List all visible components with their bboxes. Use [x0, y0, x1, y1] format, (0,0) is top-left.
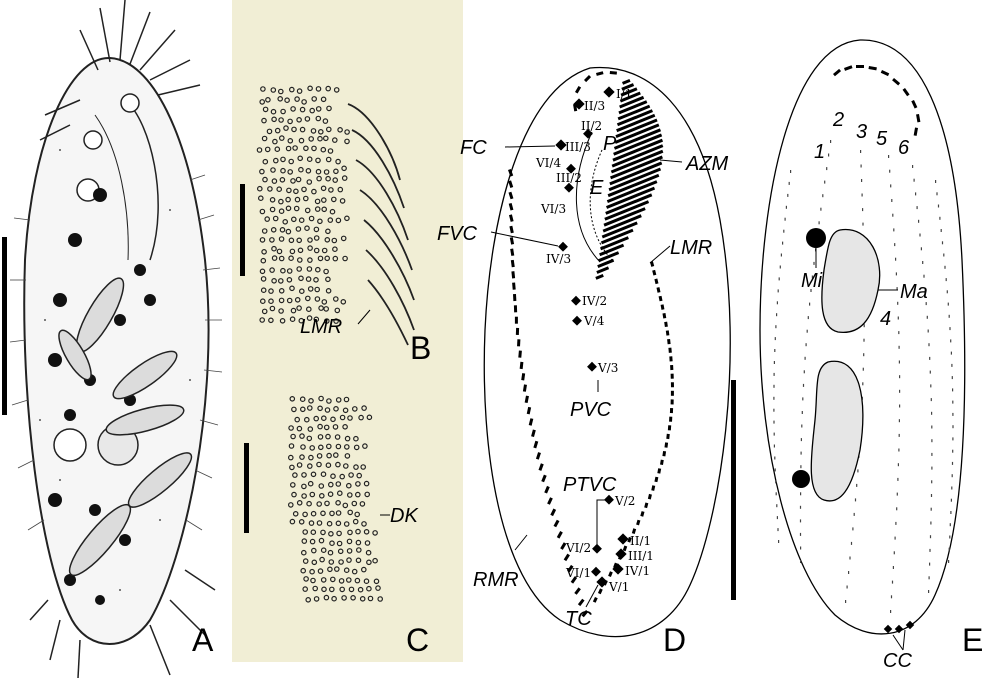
- cirrus-vi3: VI/3: [540, 202, 566, 216]
- scale-bar-d: [731, 380, 736, 600]
- cirrus-vi2: VI/2: [565, 541, 591, 555]
- adoral-zone-membranelles: [595, 79, 664, 280]
- cirrus-iii2: III/2: [556, 171, 582, 185]
- cirrus-iii1: III/1: [628, 549, 654, 563]
- kinety-6: 6: [898, 137, 910, 159]
- cirrus-vi1: VI/1: [565, 566, 591, 580]
- panel-c-letter: C: [406, 622, 430, 658]
- label-cc: CC: [883, 650, 912, 672]
- cirrus-iv1: IV/1: [625, 564, 650, 578]
- cirrus-v2: V/2: [614, 494, 635, 508]
- panel-a-letter: A: [192, 622, 214, 658]
- label-tc: TC: [565, 608, 592, 630]
- kinety-1: 1: [814, 141, 825, 163]
- label-mi: Mi: [801, 270, 823, 292]
- panel-b-letter: B: [410, 330, 432, 366]
- label-e: E: [590, 177, 604, 199]
- kinety-3: 3: [856, 121, 867, 143]
- kinety-5: 5: [876, 128, 888, 150]
- cirrus-iii3: III/3: [565, 140, 591, 154]
- dorsal-kineties: [773, 140, 954, 613]
- kinety-4: 4: [880, 308, 891, 330]
- cirrus-ii2: II/2: [581, 119, 602, 133]
- panel-e-letter: E: [962, 622, 984, 658]
- cirrus-v4: V/4: [583, 314, 605, 328]
- label-rmr: RMR: [473, 569, 519, 591]
- cirrus-i1: I/1: [616, 87, 632, 101]
- cirrus-ii1: II/1: [630, 534, 651, 548]
- cirri: [555, 86, 629, 588]
- label-ptvc: PTVC: [563, 474, 617, 496]
- ciliate-body: [9, 0, 223, 679]
- label-ma: Ma: [900, 281, 928, 303]
- panel-a-illustration: [2, 0, 223, 679]
- label-azm: AZM: [685, 153, 729, 175]
- label-fc: FC: [460, 137, 487, 159]
- cirrus-iv2: IV/2: [582, 294, 607, 308]
- kinety-2: 2: [832, 109, 844, 131]
- cirrus-vi4: VI/4: [535, 156, 561, 170]
- cirrus-iv3: IV/3: [546, 252, 571, 266]
- cirrus-v1: V/1: [608, 580, 629, 594]
- panel-d-letter: D: [663, 622, 687, 658]
- label-pvc: PVC: [570, 399, 612, 421]
- cirrus-v3: V/3: [597, 361, 618, 375]
- left-marginal-row: [592, 261, 674, 603]
- cirrus-ii3: II/3: [584, 99, 605, 113]
- label-p: P: [603, 133, 617, 155]
- label-lmr-d: LMR: [670, 237, 712, 259]
- scale-bar-a: [2, 237, 7, 415]
- right-marginal-row: [508, 168, 589, 618]
